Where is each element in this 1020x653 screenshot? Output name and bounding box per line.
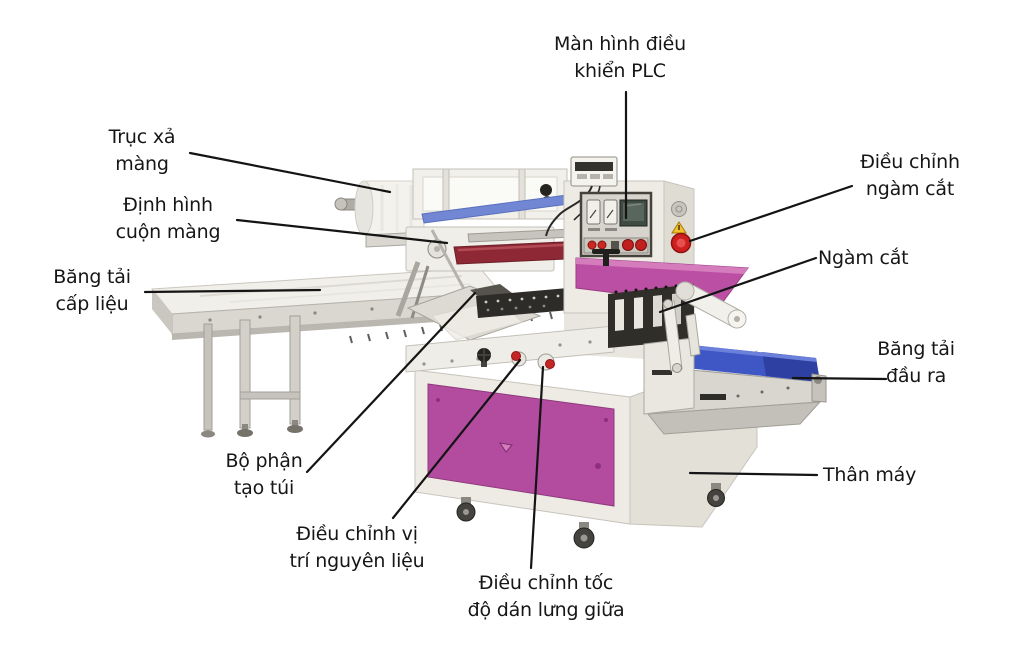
magenta-door: [427, 383, 615, 507]
t-handle: [592, 249, 620, 254]
leader-dieu-chinh-vi-tri: [391, 358, 522, 520]
side-vent: [671, 201, 687, 217]
door-handle: [498, 442, 513, 453]
label-than-may: Thân máy: [823, 464, 917, 486]
leader-dieu-chinh-ngam-cat: [688, 184, 854, 243]
label-plc-screen: Màn hình điều khiển PLC: [553, 33, 687, 82]
material-position-knob: [511, 351, 527, 367]
label-bang-tai-cap-lieu: Băng tải cấp liệu: [53, 266, 131, 315]
crimper-chain: [476, 288, 570, 318]
black-star-knob: [477, 348, 491, 367]
leader-truc-xa-mang: [188, 151, 392, 194]
leader-bang-tai-dau-ra: [791, 376, 888, 381]
label-ngam-cat: Ngàm cắt: [818, 247, 909, 269]
label-dieu-chinh-vi-tri: Điều chỉnh vị trí nguyên liệu: [289, 523, 425, 572]
leader-bang-tai-cap-lieu: [143, 288, 322, 294]
conveyor-legs: [201, 315, 303, 438]
leader-dinh-hinh-cuon-mang: [235, 218, 449, 245]
casters: [456, 483, 725, 549]
back-seal-speed-knob: [537, 353, 555, 371]
label-dinh-hinh-cuon-mang: Định hình cuộn màng: [115, 194, 221, 243]
output-conveyor: [643, 281, 827, 435]
film-roll: [334, 180, 425, 236]
leader-ngam-cat: [658, 256, 818, 314]
label-bang-tai-dau-ra: Băng tải đầu ra: [877, 338, 955, 387]
leader-dieu-chinh-toc-do: [529, 365, 545, 570]
bag-former: [406, 284, 570, 341]
top-display: [570, 156, 618, 187]
leader-than-may: [688, 471, 819, 477]
machine-body: [414, 350, 758, 528]
label-truc-xa-mang: Trục xả màng: [108, 126, 176, 175]
former-table: [405, 325, 615, 373]
leader-bo-phan-tao-tui: [305, 291, 477, 474]
label-bo-phan-tao-tui: Bộ phận tạo túi: [225, 450, 303, 499]
leader-lines: [143, 90, 888, 570]
label-dieu-chinh-toc-do: Điều chỉnh tốc độ dán lưng giữa: [467, 572, 625, 621]
label-dieu-chinh-ngam-cat: Điều chỉnh ngàm cắt: [860, 151, 960, 200]
press-roller: [675, 281, 747, 329]
